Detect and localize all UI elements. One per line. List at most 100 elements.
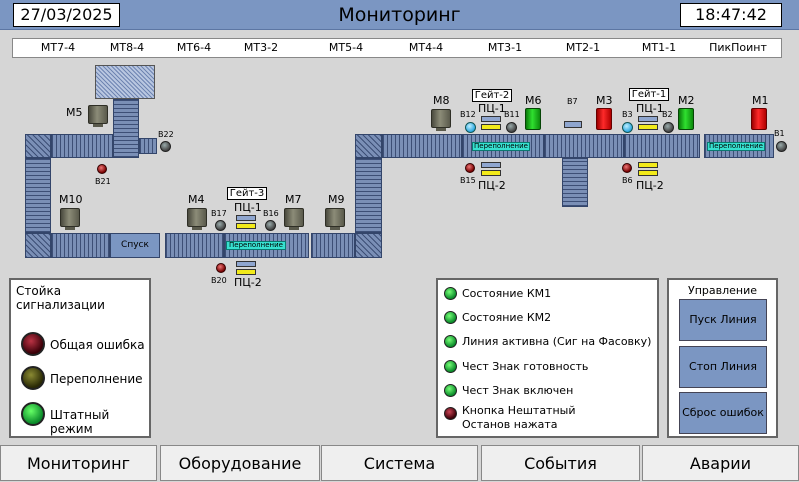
conveyor-m8[interactable] [382, 134, 462, 158]
status-ready-icon [444, 360, 457, 373]
conveyor-corner [355, 233, 382, 258]
status-label: Чест Знак готовность [462, 360, 589, 373]
sensor-b20-icon[interactable] [216, 263, 226, 273]
section-label: MT6-4 [176, 41, 212, 54]
conveyor-top-left[interactable] [51, 134, 113, 158]
motor-m9-icon[interactable] [325, 208, 345, 230]
conveyor-m10[interactable] [51, 233, 110, 258]
gate-2-label: Гейт-2 [472, 89, 512, 102]
pc2-bar-icon [638, 170, 658, 176]
pc2-bar-icon [638, 162, 658, 168]
sensor-label: B16 [263, 209, 279, 218]
nav-events[interactable]: События [481, 445, 640, 481]
status-km2-icon [444, 311, 457, 324]
status-label: Кнопка Нештатный Останов нажата [462, 404, 576, 431]
motor-m1-icon[interactable] [751, 108, 767, 130]
status-line-active-icon [444, 335, 457, 348]
conveyor-m2[interactable] [624, 134, 700, 158]
sensor-b7-icon[interactable] [564, 121, 582, 128]
overflow-indicator: Переполнение [472, 142, 530, 151]
motor-label: M3 [596, 94, 613, 107]
alarm-stand-title: Стойка сигнализации [16, 284, 105, 312]
section-label: MT7-4 [40, 41, 76, 54]
sensor-b1-icon[interactable] [776, 141, 787, 152]
sensor-b17-icon[interactable] [215, 220, 226, 231]
sensor-label: B3 [622, 110, 633, 119]
sensor-label: B15 [460, 176, 476, 185]
start-line-button[interactable]: Пуск Линия [679, 299, 767, 341]
status-label: Состояние КМ1 [462, 287, 552, 300]
alarm-label: Переполнение [50, 372, 143, 386]
motor-m4-icon[interactable] [187, 208, 207, 230]
conveyor-m3[interactable] [544, 134, 624, 158]
conveyor-corner [355, 134, 382, 158]
sensor-b16-icon[interactable] [265, 220, 276, 231]
sensor-b3-icon[interactable] [622, 122, 633, 133]
pc2-label: ПЦ-2 [234, 276, 262, 289]
overflow-indicator: Переполнение [707, 142, 765, 151]
pc1-bar-icon [481, 116, 501, 122]
conveyor-stub [139, 138, 157, 154]
motor-m5-icon[interactable] [88, 105, 108, 127]
pc1-bar-icon [638, 116, 658, 122]
sensor-b21-icon[interactable] [97, 164, 107, 174]
pc1-bar-icon [236, 215, 256, 221]
status-km1-icon [444, 287, 457, 300]
motor-label: M1 [752, 94, 769, 107]
section-label: MT3-1 [487, 41, 523, 54]
sensor-label: B7 [567, 97, 578, 106]
motor-m3-icon[interactable] [596, 108, 612, 130]
motor-m6-icon[interactable] [525, 108, 541, 130]
header-bar [0, 0, 799, 30]
pc2-label: ПЦ-2 [636, 179, 664, 192]
sensor-label: B6 [622, 176, 633, 185]
sensor-b12-icon[interactable] [465, 122, 476, 133]
motor-m2-icon[interactable] [678, 108, 694, 130]
conveyor-m9[interactable] [311, 233, 355, 258]
sensor-b22-icon[interactable] [160, 141, 171, 152]
nav-equipment[interactable]: Оборудование [160, 445, 320, 481]
conveyor-right-vertical[interactable] [355, 158, 382, 233]
pc1-bar-icon [638, 124, 658, 130]
sensor-b11-icon[interactable] [506, 122, 517, 133]
section-label: MT1-1 [641, 41, 677, 54]
motor-m10-icon[interactable] [60, 208, 80, 230]
stop-line-button[interactable]: Стоп Линия [679, 346, 767, 388]
pc1-label: ПЦ-1 [636, 102, 664, 115]
conveyor-branch[interactable] [562, 158, 588, 207]
sensor-label: B12 [460, 110, 476, 119]
sensor-b2-icon[interactable] [663, 122, 674, 133]
status-emergency-stop-icon [444, 407, 457, 420]
normal-lamp-icon [21, 402, 45, 426]
time-display: 18:47:42 [680, 3, 782, 27]
nav-alarms[interactable]: Аварии [642, 445, 799, 481]
section-label: MT5-4 [328, 41, 364, 54]
pc1-label: ПЦ-1 [478, 102, 506, 115]
motor-label: M4 [188, 193, 205, 206]
motor-label: M5 [66, 106, 83, 119]
section-label: MT3-2 [243, 41, 279, 54]
motor-label: M7 [285, 193, 302, 206]
conveyor-m4[interactable] [165, 233, 224, 258]
pc1-label: ПЦ-1 [234, 201, 262, 214]
sensor-b15-icon[interactable] [465, 163, 475, 173]
sensor-b6-icon[interactable] [622, 163, 632, 173]
page-title: Мониторинг [338, 4, 461, 26]
conveyor-mt8[interactable] [113, 99, 139, 158]
pc1-bar-icon [481, 124, 501, 130]
pc2-bar-icon [481, 170, 501, 176]
nav-system[interactable]: Система [321, 445, 478, 481]
motor-label: M2 [678, 94, 695, 107]
pc2-bar-icon [236, 269, 256, 275]
overflow-indicator: Переполнение [226, 241, 286, 250]
motor-label: M9 [328, 193, 345, 206]
reset-errors-button[interactable]: Сброс ошибок [679, 392, 767, 434]
motor-label: M6 [525, 94, 542, 107]
conveyor-left-vertical[interactable] [25, 158, 51, 233]
section-strip: MT7-4 MT8-4 MT6-4 MT3-2 MT5-4 MT4-4 MT3-… [12, 38, 782, 58]
nav-monitoring[interactable]: Мониторинг [0, 445, 157, 481]
motor-m8-icon[interactable] [431, 109, 451, 131]
sensor-label: B21 [95, 177, 111, 186]
motor-m7-icon[interactable] [284, 208, 304, 230]
status-label: Состояние КМ2 [462, 311, 552, 324]
